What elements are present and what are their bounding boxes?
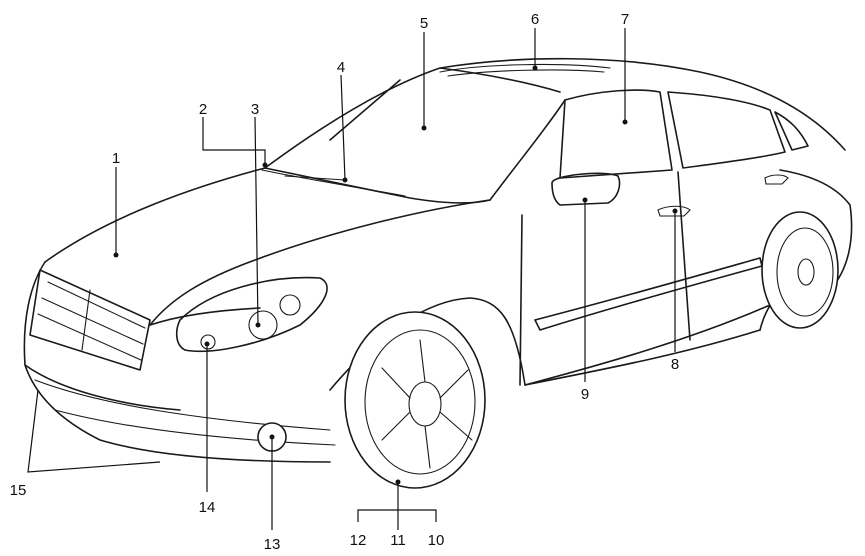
callout-labels: 1 2 3 4 5 6 7 8 9 10 11 12 13 14 15 [10,11,680,553]
callout-10: 10 [428,532,445,549]
callout-9: 9 [581,386,589,403]
callout-leaders [27,28,678,530]
callout-5: 5 [420,15,428,32]
callout-7: 7 [621,11,629,28]
callout-14: 14 [199,499,216,516]
callout-4: 4 [337,59,345,76]
callout-11: 11 [390,532,406,549]
callout-13: 13 [264,536,281,553]
callout-15: 15 [10,482,27,499]
callout-2: 2 [199,101,207,118]
callout-3: 3 [251,101,259,118]
callout-6: 6 [531,11,539,28]
callout-8: 8 [671,356,679,373]
callout-1: 1 [112,150,120,167]
callout-12: 12 [350,532,367,549]
car-illustration [23,57,853,489]
